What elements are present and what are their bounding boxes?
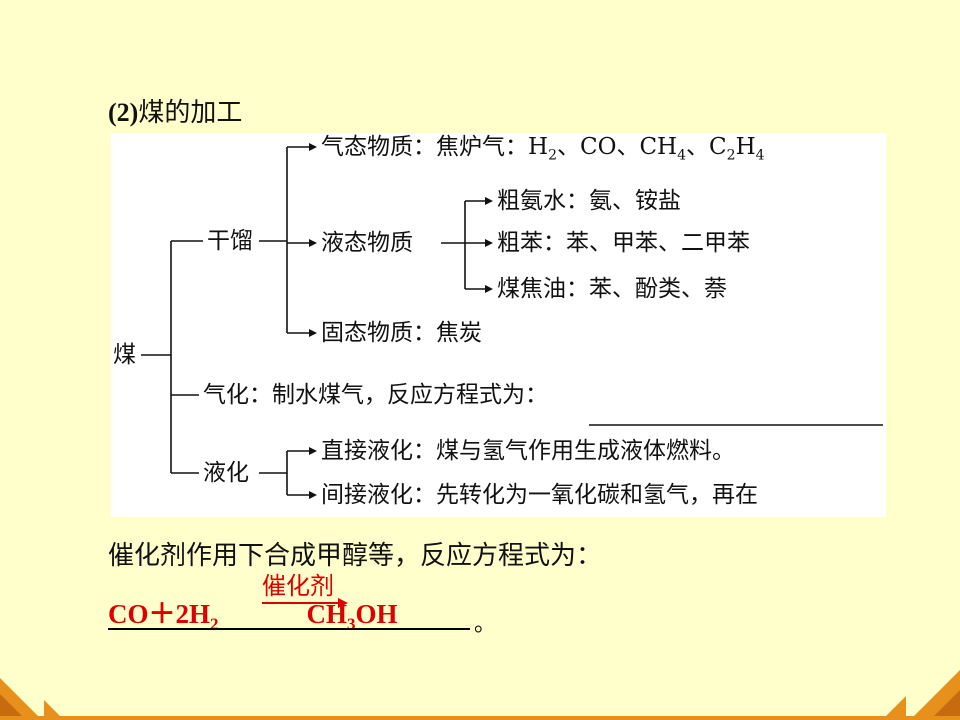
branch-liquefaction: 液化 [203, 460, 249, 486]
branch-gasification: 气化：制水煤气，反应方程式为： [203, 382, 548, 408]
heading-text: 煤的加工 [138, 98, 243, 128]
tree-root-coal: 煤 [113, 342, 136, 368]
reaction-condition: 催化剂 [262, 572, 334, 600]
branch-dry-distillation: 干馏 [207, 228, 253, 254]
continuation-text: 催化剂作用下合成甲醇等，反应方程式为： [108, 541, 603, 571]
solid-product: 固态物质：焦炭 [321, 320, 482, 346]
reaction-arrow-icon [262, 598, 348, 608]
coal-processing-tree: 煤 干馏 气态物质：焦炉气：H2、CO、CH4、C2H4 液态物质 粗氨水：氨、… [111, 133, 886, 517]
equation-end-mark: 。 [474, 612, 497, 637]
heading-number: (2) [108, 98, 139, 127]
direct-liquefaction: 直接液化：煤与氢气作用生成液体燃料。 [321, 438, 735, 464]
gas-product: 气态物质：焦炉气：H2、CO、CH4、C2H4 [321, 134, 765, 164]
answer-underline [108, 628, 470, 630]
liquid-item-ammonia: 粗氨水：氨、铵盐 [497, 188, 681, 214]
liquid-product: 液态物质 [321, 230, 413, 256]
tree-connectors [141, 143, 883, 499]
liquid-item-coal-tar: 煤焦油：苯、酚类、萘 [497, 276, 727, 302]
section-heading: (2)煤的加工 [108, 92, 242, 129]
bottom-triangle-decoration [0, 670, 960, 720]
indirect-liquefaction: 间接液化：先转化为一氧化碳和氢气，再在 [321, 482, 758, 508]
liquid-item-benzene: 粗苯：苯、甲苯、二甲苯 [497, 230, 750, 256]
